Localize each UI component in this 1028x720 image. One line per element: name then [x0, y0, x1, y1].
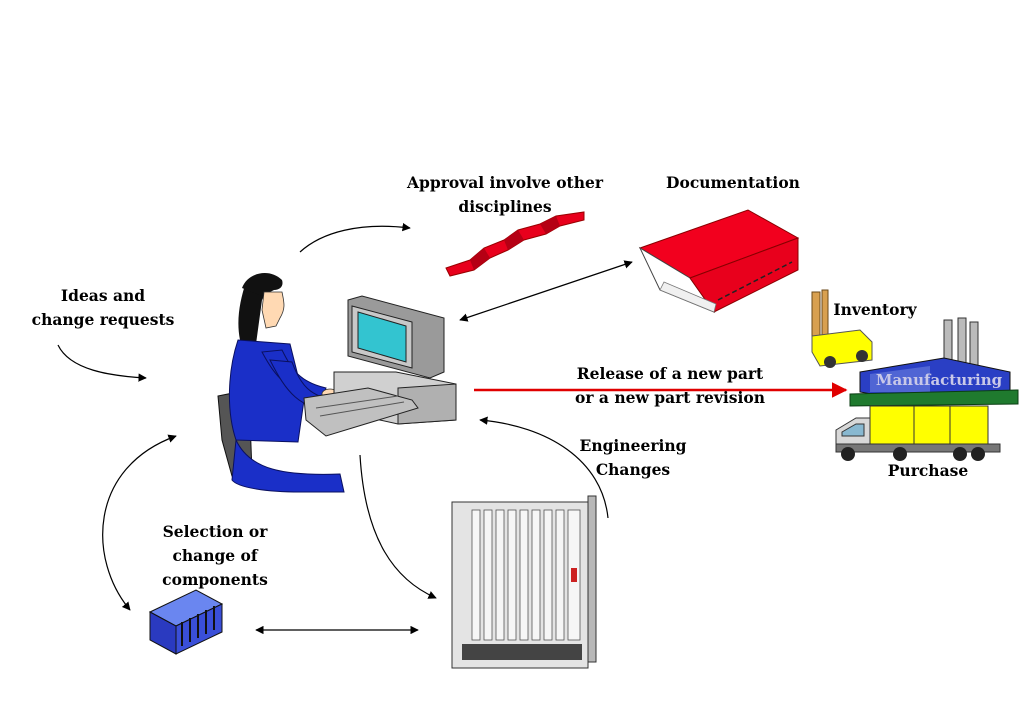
forklift-icon — [811, 289, 873, 368]
label-purchase: Purchase — [887, 461, 969, 480]
component-chip-icon — [148, 589, 224, 655]
arrow-person-to-approval — [299, 222, 411, 253]
documentation-book-icon — [638, 209, 800, 314]
arrow-rack-to-computer — [479, 416, 609, 519]
approval-strip-icon — [445, 211, 585, 277]
arrow-person-components — [102, 434, 177, 611]
label-manufacturing: Manufacturing — [875, 371, 1003, 389]
label-inventory: Inventory — [833, 300, 917, 319]
arrow-computer-documentation — [459, 260, 633, 322]
arrow-ideas-to-person — [57, 344, 147, 382]
computer-workstation-icon — [303, 295, 457, 437]
factory-icon — [849, 317, 1019, 407]
arrow-person-to-rack — [359, 454, 437, 599]
engineer-person-icon — [217, 273, 349, 493]
truck-icon — [835, 405, 1001, 461]
electronic-rack-icon — [451, 495, 597, 669]
label-documentation: Documentation — [666, 173, 800, 192]
